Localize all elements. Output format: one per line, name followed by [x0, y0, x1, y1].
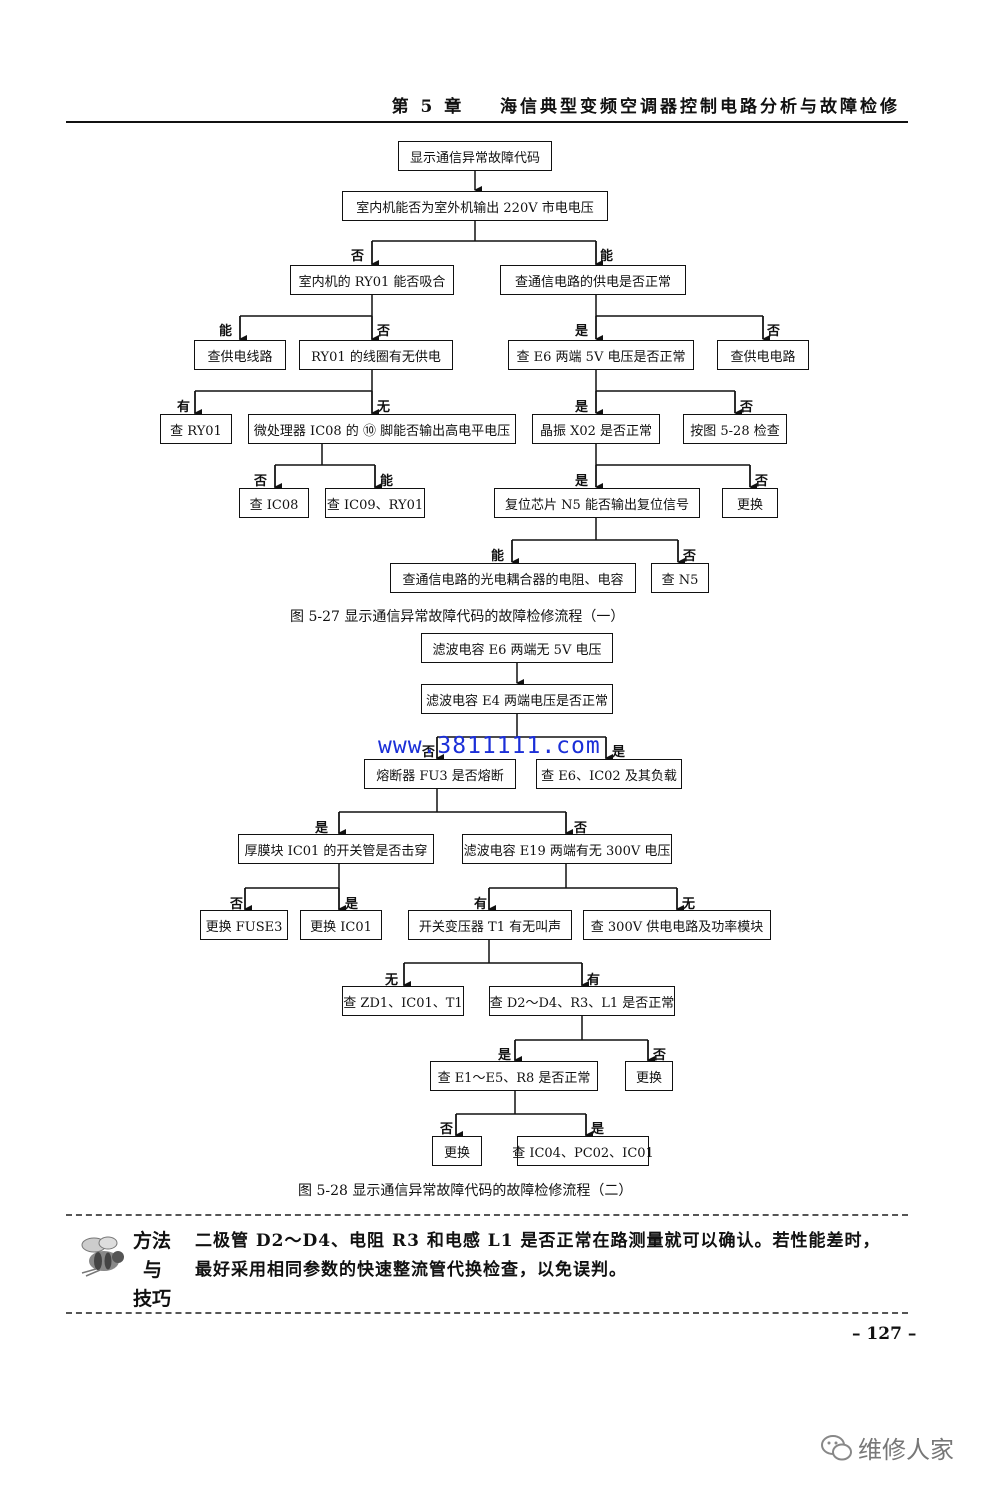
flow1-node-check-ic09-ry01: 查 IC09、RY01: [325, 488, 425, 518]
flow1-node-220v-output: 室内机能否为室外机输出 220V 市电电压: [342, 191, 608, 221]
flow2-node-e6-no-5v: 滤波电容 E6 两端无 5V 电压: [421, 633, 613, 663]
flow1-node-optocoupler: 查通信电路的光电耦合器的电阻、电容: [390, 563, 636, 593]
flow2-label-no: 否: [230, 897, 244, 912]
flow2-caption: 图 5-28 显示通信异常故障代码的故障检修流程（二）: [298, 1183, 633, 1199]
tips-top-divider: [66, 1214, 908, 1216]
flow1-label-no: 否: [683, 549, 697, 564]
flow1-node-see-fig-5-28: 按图 5-28 检查: [683, 414, 787, 444]
flow2-node-replace: 更换: [432, 1136, 482, 1166]
tips-label-and: 与: [143, 1259, 163, 1281]
flow1-node-crystal-x02: 晶振 X02 是否正常: [532, 414, 660, 444]
flow2-node-check-e1-e5: 查 E1～E5、R8 是否正常: [430, 1061, 598, 1091]
flow1-label-yes: 是: [575, 324, 589, 339]
tips-label-skill: 技巧: [133, 1288, 172, 1310]
chapter-number: 第 5 章: [391, 97, 465, 117]
flow1-label-yes: 是: [575, 474, 589, 489]
flow1-node-check-supply-line: 查供电线路: [194, 340, 286, 370]
page-number: – 127 –: [852, 1324, 917, 1344]
flow1-node-ry01-coil: RY01 的线圈有无供电: [299, 340, 453, 370]
flow2-node-e19-300v: 滤波电容 E19 两端有无 300V 电压: [462, 834, 672, 864]
flow2-node-replace: 更换: [625, 1061, 673, 1091]
tips-bottom-divider: [66, 1312, 908, 1314]
flow2-label-none: 无: [385, 973, 399, 988]
flow2-node-replace-fuse3: 更换 FUSE3: [200, 910, 288, 940]
wechat-icon: [821, 1435, 852, 1461]
chapter-header: 第 5 章 海信典型变频空调器控制电路分析与故障检修: [392, 92, 900, 117]
chapter-title: 海信典型变频空调器控制电路分析与故障检修: [500, 97, 900, 117]
flow1-label-no: 否: [755, 474, 769, 489]
flow2-label-no: 否: [440, 1122, 454, 1137]
flow1-label-no: 否: [351, 249, 365, 264]
flow2-label-no: 否: [574, 821, 588, 836]
flow2-node-check-ic04-pc02: 查 IC04、PC02、IC01: [512, 1136, 654, 1166]
flow2-label-have: 有: [474, 897, 488, 912]
flow2-node-check-e6-ic02: 查 E6、IC02 及其负载: [536, 759, 682, 789]
flow2-node-t1-noise: 开关变压器 T1 有无叫声: [408, 910, 572, 940]
flow1-label-yes: 能: [219, 324, 233, 339]
flow1-node-e6-5v: 查 E6 两端 5V 电压是否正常: [508, 340, 694, 370]
flow2-label-yes: 是: [315, 821, 329, 836]
flow2-label-yes: 是: [498, 1048, 512, 1063]
flow2-label-yes: 是: [345, 897, 359, 912]
tips-text-line2: 最好采用相同参数的快速整流管代换检查，以免误判。: [195, 1260, 627, 1280]
flow2-node-e4-voltage: 滤波电容 E4 两端电压是否正常: [421, 684, 613, 714]
flow2-node-check-d2-d4: 查 D2～D4、R3、L1 是否正常: [489, 986, 675, 1016]
flow1-label-no: 否: [740, 400, 754, 415]
account-signature: 维修人家: [858, 1436, 954, 1464]
flow2-label-none: 无: [682, 897, 696, 912]
flow1-node-display-code: 显示通信异常故障代码: [398, 141, 552, 171]
flow1-label-no: 否: [254, 474, 268, 489]
flow1-node-check-ry01: 查 RY01: [160, 414, 232, 444]
flow1-node-reset-n5: 复位芯片 N5 能否输出复位信号: [494, 488, 700, 518]
flow1-node-ry01-engage: 室内机的 RY01 能否吸合: [290, 265, 454, 295]
flow2-label-yes: 是: [591, 1122, 605, 1137]
flow2-node-replace-ic01: 更换 IC01: [300, 910, 382, 940]
bee-icon: [81, 1236, 124, 1277]
flow2-node-fu3-blown: 熔断器 FU3 是否熔断: [364, 759, 516, 789]
flow2-label-yes: 是: [612, 745, 626, 760]
flow1-node-check-ic08: 查 IC08: [239, 488, 309, 518]
flow2-node-ic01-switch: 厚膜块 IC01 的开关管是否击穿: [238, 834, 434, 864]
flow2-node-check-300v-module: 查 300V 供电电路及功率模块: [583, 910, 771, 940]
flow1-node-check-n5: 查 N5: [651, 563, 709, 593]
flow1-label-yes: 能: [380, 474, 394, 489]
flow1-node-ic08-pin10: 微处理器 IC08 的 ⑩ 脚能否输出高电平电压: [248, 414, 516, 444]
flow1-node-replace: 更换: [722, 488, 778, 518]
flow1-node-check-supply-circuit: 查供电电路: [717, 340, 809, 370]
flow1-node-comm-power: 查通信电路的供电是否正常: [500, 265, 686, 295]
flow1-label-yes: 能: [491, 549, 505, 564]
watermark-url: www.3811111.com: [378, 733, 601, 759]
header-rule: [66, 121, 908, 123]
flow2-label-no: 否: [422, 745, 436, 760]
tips-text-line1: 二极管 D2～D4、电阻 R3 和电感 L1 是否正常在路测量就可以确认。若性能…: [195, 1231, 881, 1251]
flow1-label-have: 有: [177, 400, 191, 415]
flow1-label-no: 否: [377, 324, 391, 339]
flow1-label-yes: 是: [575, 400, 589, 415]
flow2-label-have: 有: [587, 973, 601, 988]
flow1-label-yes: 能: [600, 249, 614, 264]
flow2-label-no: 否: [653, 1048, 667, 1063]
flow2-node-check-zd1-ic01-t1: 查 ZD1、IC01、T1: [342, 986, 464, 1016]
tips-label-method: 方法: [133, 1230, 172, 1252]
flow1-label-none: 无: [377, 400, 391, 415]
flow1-caption: 图 5-27 显示通信异常故障代码的故障检修流程（一）: [290, 609, 625, 625]
flow1-label-no: 否: [767, 324, 781, 339]
